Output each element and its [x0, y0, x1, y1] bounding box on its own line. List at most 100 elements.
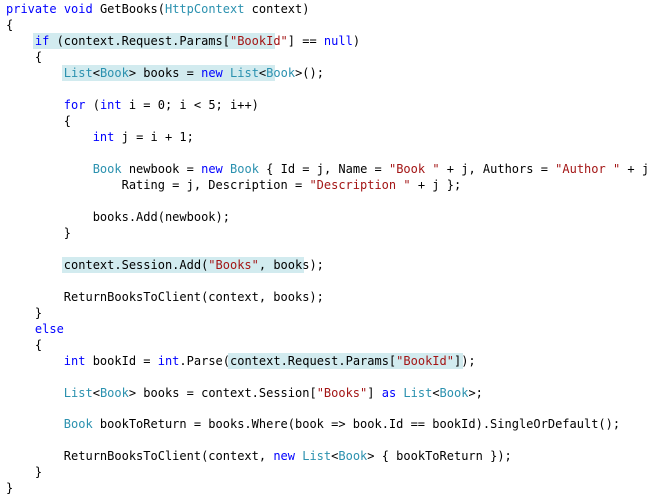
- code-line: private void GetBooks(HttpContext contex…: [6, 1, 309, 17]
- keyword-token: int: [157, 353, 180, 368]
- code-token: [6, 386, 64, 400]
- string-token: "Book ": [388, 161, 440, 176]
- highlight-region: [61, 64, 276, 81]
- code-token: > books =: [128, 65, 202, 80]
- keyword-token: null: [323, 33, 353, 48]
- type-token: Book: [439, 385, 469, 400]
- code-token: [223, 66, 230, 80]
- code-token: [6, 98, 64, 112]
- code-token: {: [6, 17, 14, 32]
- code-token: >;: [468, 385, 483, 400]
- code-token: context): [244, 2, 310, 16]
- code-line: Book bookToReturn = books.Where(book => …: [6, 416, 620, 432]
- code-token: <: [258, 65, 267, 80]
- keyword-token: as: [381, 385, 397, 400]
- keyword-token: void: [63, 2, 93, 16]
- code-line: Rating = j, Description = "Description "…: [6, 177, 462, 193]
- keyword-token: if: [34, 33, 50, 48]
- code-token: {: [6, 49, 43, 64]
- code-token: [223, 162, 230, 176]
- code-line: int bookId = int.Parse(context.Request.P…: [6, 353, 476, 369]
- highlight-region: [227, 352, 464, 369]
- code-token: [57, 2, 64, 16]
- code-token: + j, Authors =: [439, 161, 556, 176]
- code-token: [6, 66, 64, 80]
- code-token: [6, 130, 93, 144]
- code-token: bookToReturn = books.Where(book => book.…: [92, 417, 621, 432]
- code-token: newbook =: [121, 161, 202, 176]
- code-line: int j = i + 1;: [6, 129, 194, 145]
- highlight-region: [61, 256, 305, 273]
- code-token: ReturnBooksToClient(context, books);: [6, 289, 324, 304]
- code-token: books.Add(newbook);: [6, 209, 230, 224]
- code-token: bookId =: [85, 353, 158, 368]
- code-line: Book newbook = new Book { Id = j, Name =…: [6, 161, 650, 177]
- keyword-token: private: [6, 2, 57, 16]
- code-line: ReturnBooksToClient(context, new List<Bo…: [6, 448, 512, 464]
- code-line: books.Add(newbook);: [6, 209, 230, 225]
- keyword-token: int: [99, 97, 122, 112]
- highlight-region: [32, 32, 276, 49]
- code-token: }: [6, 481, 14, 496]
- code-token: Rating = j, Description =: [6, 177, 310, 192]
- code-token: [6, 354, 64, 368]
- string-token: "Books": [316, 385, 368, 400]
- code-line: }: [6, 225, 71, 241]
- code-token: , books);: [258, 257, 324, 272]
- code-token: > books = context.Session[: [128, 385, 317, 400]
- keyword-token: new: [201, 65, 223, 80]
- type-token: List: [63, 65, 93, 80]
- code-token: ] ==: [287, 33, 324, 48]
- code-token: }: [6, 465, 43, 480]
- code-token: <: [331, 449, 339, 464]
- type-token: Book: [230, 161, 259, 176]
- code-line: List<Book> books = context.Session["Book…: [6, 385, 483, 401]
- code-token: <: [92, 385, 100, 400]
- code-line: {: [6, 337, 42, 353]
- code-token: <: [92, 65, 100, 80]
- code-token: [6, 258, 64, 272]
- type-token: List: [230, 65, 259, 80]
- code-line: }: [6, 464, 42, 480]
- code-token: ]: [367, 385, 382, 400]
- code-token: { Id = j, Name =: [258, 161, 389, 176]
- keyword-token: new: [273, 449, 295, 464]
- code-token: .Parse(context.Request.Params[: [179, 353, 397, 368]
- code-token: {: [6, 337, 43, 352]
- keyword-token: int: [92, 129, 115, 144]
- type-token: Book: [266, 65, 296, 80]
- type-token: List: [403, 385, 433, 400]
- string-token: "Description ": [309, 177, 411, 192]
- keyword-token: else: [34, 321, 64, 336]
- code-token: context.Session.Add(: [63, 257, 209, 272]
- code-line: {: [6, 17, 13, 33]
- code-line: List<Book> books = new List<Book>();: [6, 65, 324, 81]
- code-line: }: [6, 305, 42, 321]
- code-line: if (context.Request.Params["BookId"] == …: [6, 33, 360, 49]
- string-token: "BookId": [229, 33, 288, 48]
- type-token: Book: [63, 417, 93, 432]
- string-token: "Books": [208, 257, 259, 272]
- code-token: ReturnBooksToClient(context,: [6, 449, 274, 464]
- keyword-token: int: [63, 353, 86, 368]
- string-token: "BookId": [396, 353, 454, 368]
- code-token: <: [432, 385, 440, 400]
- code-line: else: [6, 321, 64, 337]
- code-token: [6, 417, 64, 431]
- code-line: context.Session.Add("Books", books);: [6, 257, 324, 273]
- code-token: }: [6, 225, 72, 240]
- code-token: (context.Request.Params[: [49, 33, 230, 48]
- type-token: HttpContext: [164, 2, 245, 16]
- code-token: {: [6, 113, 72, 128]
- code-token: (: [85, 97, 100, 112]
- code-token: >();: [295, 65, 324, 80]
- code-line: {: [6, 49, 42, 65]
- type-token: Book: [99, 385, 129, 400]
- code-token: j = i + 1;: [114, 129, 194, 144]
- code-token: [6, 322, 35, 336]
- code-token: [6, 34, 35, 48]
- type-token: Book: [338, 449, 368, 464]
- code-token: > { bookToReturn });: [367, 449, 512, 464]
- code-line: }: [6, 480, 13, 496]
